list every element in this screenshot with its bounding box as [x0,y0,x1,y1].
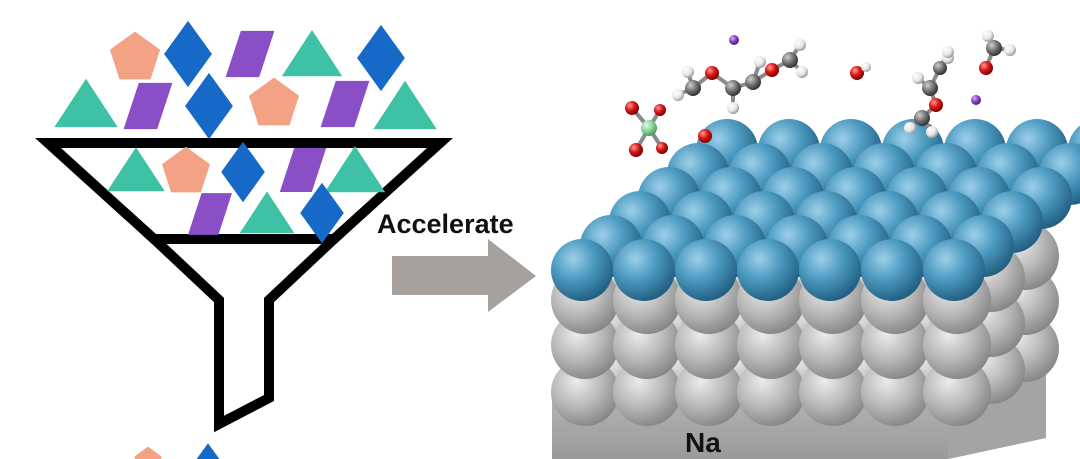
anion-molecule [625,101,668,157]
atom-icon [971,95,981,105]
teal-triangle-icon [54,78,118,128]
atom-icon [698,129,712,143]
blue-sphere [923,239,985,301]
particle-group-in-funnel [107,141,386,244]
atom-icon [754,56,766,68]
atom-icon [986,40,1002,56]
lithium-ion [729,35,739,45]
gray-sphere [737,358,805,426]
glyme-molecule [672,39,808,114]
atom-icon [727,102,739,114]
salmon-pentagon-icon [109,31,161,80]
teal-triangle-icon [324,146,386,193]
teal-triangle-icon [281,30,343,77]
atom-layer-stack [551,119,1080,426]
arrow-icon [392,239,536,312]
atom-icon [1004,44,1016,56]
gray-sphere [861,358,929,426]
atom-icon [979,61,993,75]
atom-icon [982,30,994,42]
atom-icon [796,66,808,78]
oxygen-atom [698,129,712,143]
atom-icon [933,61,947,75]
atom-icon [782,52,798,68]
atom-icon [656,142,668,154]
blue-sphere [737,239,799,301]
blue-sphere [861,239,923,301]
salmon-pentagon-icon [162,146,210,193]
blue-diamond-icon [196,443,220,459]
blue-sphere [613,239,675,301]
accelerate-label: Accelerate [377,209,514,239]
atom-icon [912,72,924,84]
atom-icon [629,143,643,157]
particle-group-below-funnel [134,443,220,459]
atom-icon [926,126,938,138]
na-label: Na [685,427,721,458]
blue-diamond-icon [300,182,344,244]
salmon-pentagon-icon [248,77,300,126]
purple-parallelogram-icon [188,193,232,235]
blue-sphere [799,239,861,301]
water-molecule [850,62,871,80]
purple-parallelogram-icon [123,82,173,130]
atom-icon [654,104,666,116]
atom-icon [729,35,739,45]
atom-icon [942,46,954,58]
salmon-pentagon-icon [134,446,162,459]
atom-icon [682,66,694,78]
gray-sphere [675,358,743,426]
gray-sphere [613,358,681,426]
particle-cloud-above-funnel [54,20,437,140]
atom-icon [705,66,719,80]
atom-icon [922,80,938,96]
blue-diamond-icon [185,72,233,140]
atom-icon [929,98,943,112]
blue-diamond-icon [221,141,265,203]
teal-triangle-icon [107,147,165,192]
atom-icon [765,63,779,77]
gray-sphere [799,358,867,426]
atom-icon [625,101,639,115]
gray-sphere [551,358,619,426]
atom-icon [861,62,871,72]
gray-sphere [923,358,991,426]
purple-parallelogram-icon [225,30,275,78]
funnel-icon [35,138,453,433]
blue-sphere [551,239,613,301]
blue-diamond-icon [357,24,405,92]
atom-icon [685,80,701,96]
teal-triangle-icon [239,191,295,234]
purple-parallelogram-icon [279,148,327,192]
atom-icon [914,110,930,126]
atom-icon [725,80,741,96]
blue-sphere [675,239,737,301]
atom-icon [904,122,916,134]
teal-triangle-icon [373,80,437,130]
blue-diamond-icon [164,20,212,88]
atom-icon [794,39,806,51]
purple-parallelogram-icon [320,80,370,128]
atom-icon [745,74,761,90]
atom-icon [641,120,657,136]
methoxy-molecule [979,30,1016,75]
lithium-ion [971,95,981,105]
ether-molecule [904,46,954,138]
atom-icon [850,66,864,80]
molecule-cloud [625,30,1016,157]
atom-icon [672,89,684,101]
